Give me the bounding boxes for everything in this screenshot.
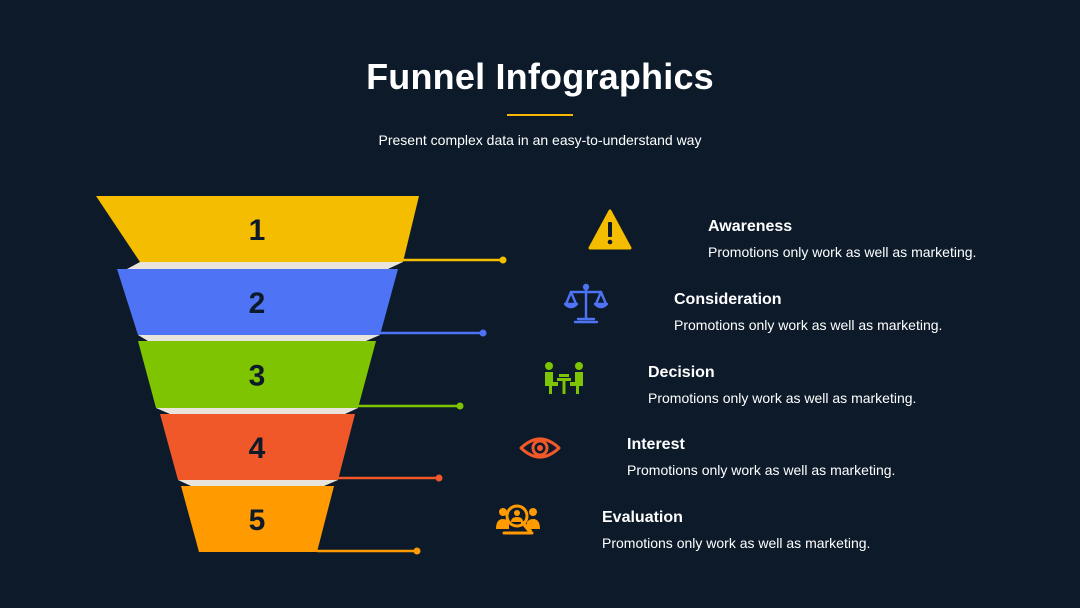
stage-5-number: 5 [249, 504, 266, 537]
title-underline [507, 114, 573, 116]
funnel-layer-4 [160, 414, 355, 480]
connector-dot-5 [413, 547, 421, 555]
stage-3-number: 3 [249, 360, 266, 393]
stage-1-heading: Awareness [708, 218, 793, 235]
stage-4-heading: Interest [627, 436, 685, 453]
stage-2-number: 2 [249, 287, 266, 320]
stage-3-text: Decision Promotions only work as well as… [648, 364, 1068, 406]
funnel-layer-5 [181, 486, 334, 552]
stage-1-number: 1 [249, 214, 266, 247]
funnel-layer-3 [138, 341, 376, 408]
funnel-gap [178, 480, 338, 486]
page-title: Funnel Infographics [366, 56, 714, 97]
funnel-gap [127, 262, 403, 269]
stage-3-description: Promotions only work as well as marketin… [648, 390, 917, 406]
connector-dot-4 [435, 474, 443, 482]
stage-3-heading: Decision [648, 364, 715, 381]
stage-4-number: 4 [249, 432, 266, 465]
stage-5-description: Promotions only work as well as marketin… [602, 535, 871, 551]
funnel-layers: 1 2 3 4 5 [96, 196, 507, 555]
funnel-gap [156, 408, 358, 414]
stage-2-description: Promotions only work as well as marketin… [674, 317, 943, 333]
stage-5-heading: Evaluation [602, 509, 683, 526]
connector-dot-3 [456, 402, 464, 410]
stage-1-description: Promotions only work as well as marketin… [708, 244, 977, 260]
eye-icon [516, 426, 564, 470]
stage-2-text: Consideration Promotions only work as we… [674, 291, 1080, 333]
scales-icon [562, 282, 610, 326]
funnel-layer-1 [96, 196, 419, 262]
connector-dot-1 [499, 256, 507, 264]
user-search-icon [494, 499, 542, 543]
stage-1-text: Awareness Promotions only work as well a… [708, 218, 1080, 260]
warning-icon [586, 208, 634, 252]
funnel-layer-2 [117, 269, 398, 335]
page-subtitle: Present complex data in an easy-to-under… [378, 132, 702, 148]
connector-dot-2 [479, 329, 487, 337]
funnel-gap [138, 335, 380, 341]
stage-2-heading: Consideration [674, 291, 782, 308]
stage-4-description: Promotions only work as well as marketin… [627, 462, 896, 478]
meeting-icon [540, 356, 588, 400]
stage-5-text: Evaluation Promotions only work as well … [602, 509, 1022, 551]
stage-4-text: Interest Promotions only work as well as… [627, 436, 1047, 478]
